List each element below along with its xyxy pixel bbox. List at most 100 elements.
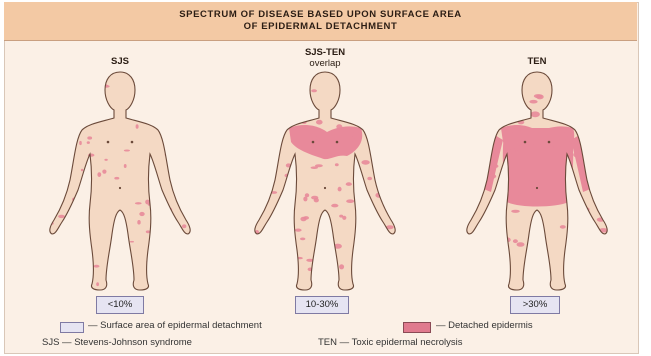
lesion-spot: [571, 224, 578, 229]
lesion-spot: [552, 77, 560, 81]
nipple-right: [336, 141, 339, 144]
lesion-spot: [336, 124, 342, 129]
lesion-spot: [364, 109, 371, 115]
lesion-spot: [53, 81, 56, 83]
lesion-spot: [480, 76, 487, 81]
lesion-spot: [369, 223, 375, 228]
lesion-spot: [375, 92, 381, 95]
percent-box-sjs-ten: 10-30%: [295, 296, 349, 314]
lesion-spot: [582, 237, 588, 241]
lesion-spot: [104, 159, 107, 161]
lesion-spot: [103, 115, 108, 117]
lesion-spot: [566, 136, 574, 142]
lesion-spot: [560, 225, 566, 229]
lesion-spot: [74, 240, 77, 245]
lesion-spot: [598, 280, 604, 285]
label-overlap: overlap: [280, 58, 370, 69]
lesion-spot: [182, 224, 186, 228]
lesion-spot: [493, 164, 498, 168]
lesion-spot: [124, 150, 130, 152]
lesion-spot: [160, 269, 167, 273]
lesion-spot: [346, 182, 352, 186]
lesion-spot: [358, 256, 364, 259]
lesion-spot: [116, 256, 121, 259]
lesion-spot: [165, 218, 167, 221]
lesion-spot: [505, 178, 514, 182]
lesion-spot: [310, 136, 318, 140]
lesion-spot: [464, 213, 473, 217]
lesion-spot: [106, 116, 111, 119]
lesion-spot: [510, 148, 515, 154]
lesion-spot: [87, 141, 90, 144]
lesion-spot: [356, 135, 362, 138]
lesion-spot: [255, 176, 259, 181]
lesion-spot: [343, 145, 351, 149]
lesion-spot: [328, 265, 332, 268]
navel: [119, 187, 121, 189]
lesion-spot: [296, 257, 303, 259]
lesion-spot: [565, 96, 571, 101]
legend-swatch-detached: [403, 322, 431, 333]
lesion-spot: [484, 219, 489, 225]
lesion-spot: [497, 219, 502, 222]
lesion-spot: [58, 215, 65, 218]
lesion-spot: [364, 263, 368, 268]
lesion-spot: [521, 190, 526, 195]
lesion-spot: [276, 110, 284, 114]
lesion-spot: [329, 262, 333, 267]
lesion-spot: [531, 111, 540, 117]
lesion-spot: [175, 106, 179, 109]
lesion-spot: [594, 247, 599, 251]
lesion-spot: [544, 278, 550, 284]
lesion-spot: [182, 142, 187, 145]
lesion-spot: [311, 196, 318, 200]
legend-sjs-definition: SJS — Stevens-Johnson syndrome: [42, 337, 192, 348]
lesion-spot: [160, 282, 165, 284]
title-line-1: SPECTRUM OF DISEASE BASED UPON SURFACE A…: [4, 9, 637, 20]
lesion-spot: [136, 101, 139, 104]
lesion-spot: [471, 271, 480, 276]
lesion-spot: [316, 120, 323, 125]
lesion-spot: [303, 197, 307, 202]
lesion-spot: [357, 196, 363, 200]
lesion-spot: [283, 199, 289, 203]
lesion-spot: [278, 118, 284, 121]
lesion-spot: [517, 242, 525, 247]
legend-ten-definition: TEN — Toxic epidermal necrolysis: [318, 337, 462, 348]
lesion-spot: [511, 210, 520, 213]
lesion-spot: [89, 115, 95, 118]
nipple-right: [131, 141, 134, 144]
lesion-spot: [276, 252, 281, 256]
body-figure-sjs-ten: [235, 70, 415, 292]
lesion-spot: [135, 202, 142, 204]
lesion-spot: [272, 110, 279, 115]
lesion-spot: [72, 129, 78, 131]
detached-patch-trunk: [503, 128, 573, 207]
lesion-spot: [53, 273, 57, 277]
lesion-spot: [346, 199, 354, 203]
lesion-spot: [566, 284, 573, 289]
lesion-spot: [284, 226, 292, 231]
lesion-spot: [88, 261, 94, 264]
lesion-spot: [341, 100, 347, 106]
lesion-spot: [136, 124, 139, 129]
legend-surface-area: — Surface area of epidermal detachment: [88, 320, 262, 331]
lesion-spot: [253, 136, 258, 141]
lesion-spot: [357, 216, 365, 220]
lesion-spot: [513, 239, 518, 243]
lesion-spot: [348, 136, 355, 141]
lesion-spot: [481, 262, 486, 267]
lesion-spot: [52, 280, 57, 284]
lesion-spot: [358, 225, 364, 230]
lesion-spot: [79, 141, 82, 145]
lesion-spot: [331, 204, 338, 208]
lesion-spot: [96, 282, 99, 286]
lesion-spot: [145, 93, 148, 97]
lesion-spot: [469, 199, 475, 205]
legend-swatch-surface-area: [60, 322, 84, 333]
lesion-spot: [87, 136, 92, 139]
lesion-spot: [53, 101, 57, 103]
body-figure-ten: [447, 70, 627, 292]
lesion-spot: [514, 142, 520, 146]
percent-box-sjs: <10%: [96, 296, 144, 314]
